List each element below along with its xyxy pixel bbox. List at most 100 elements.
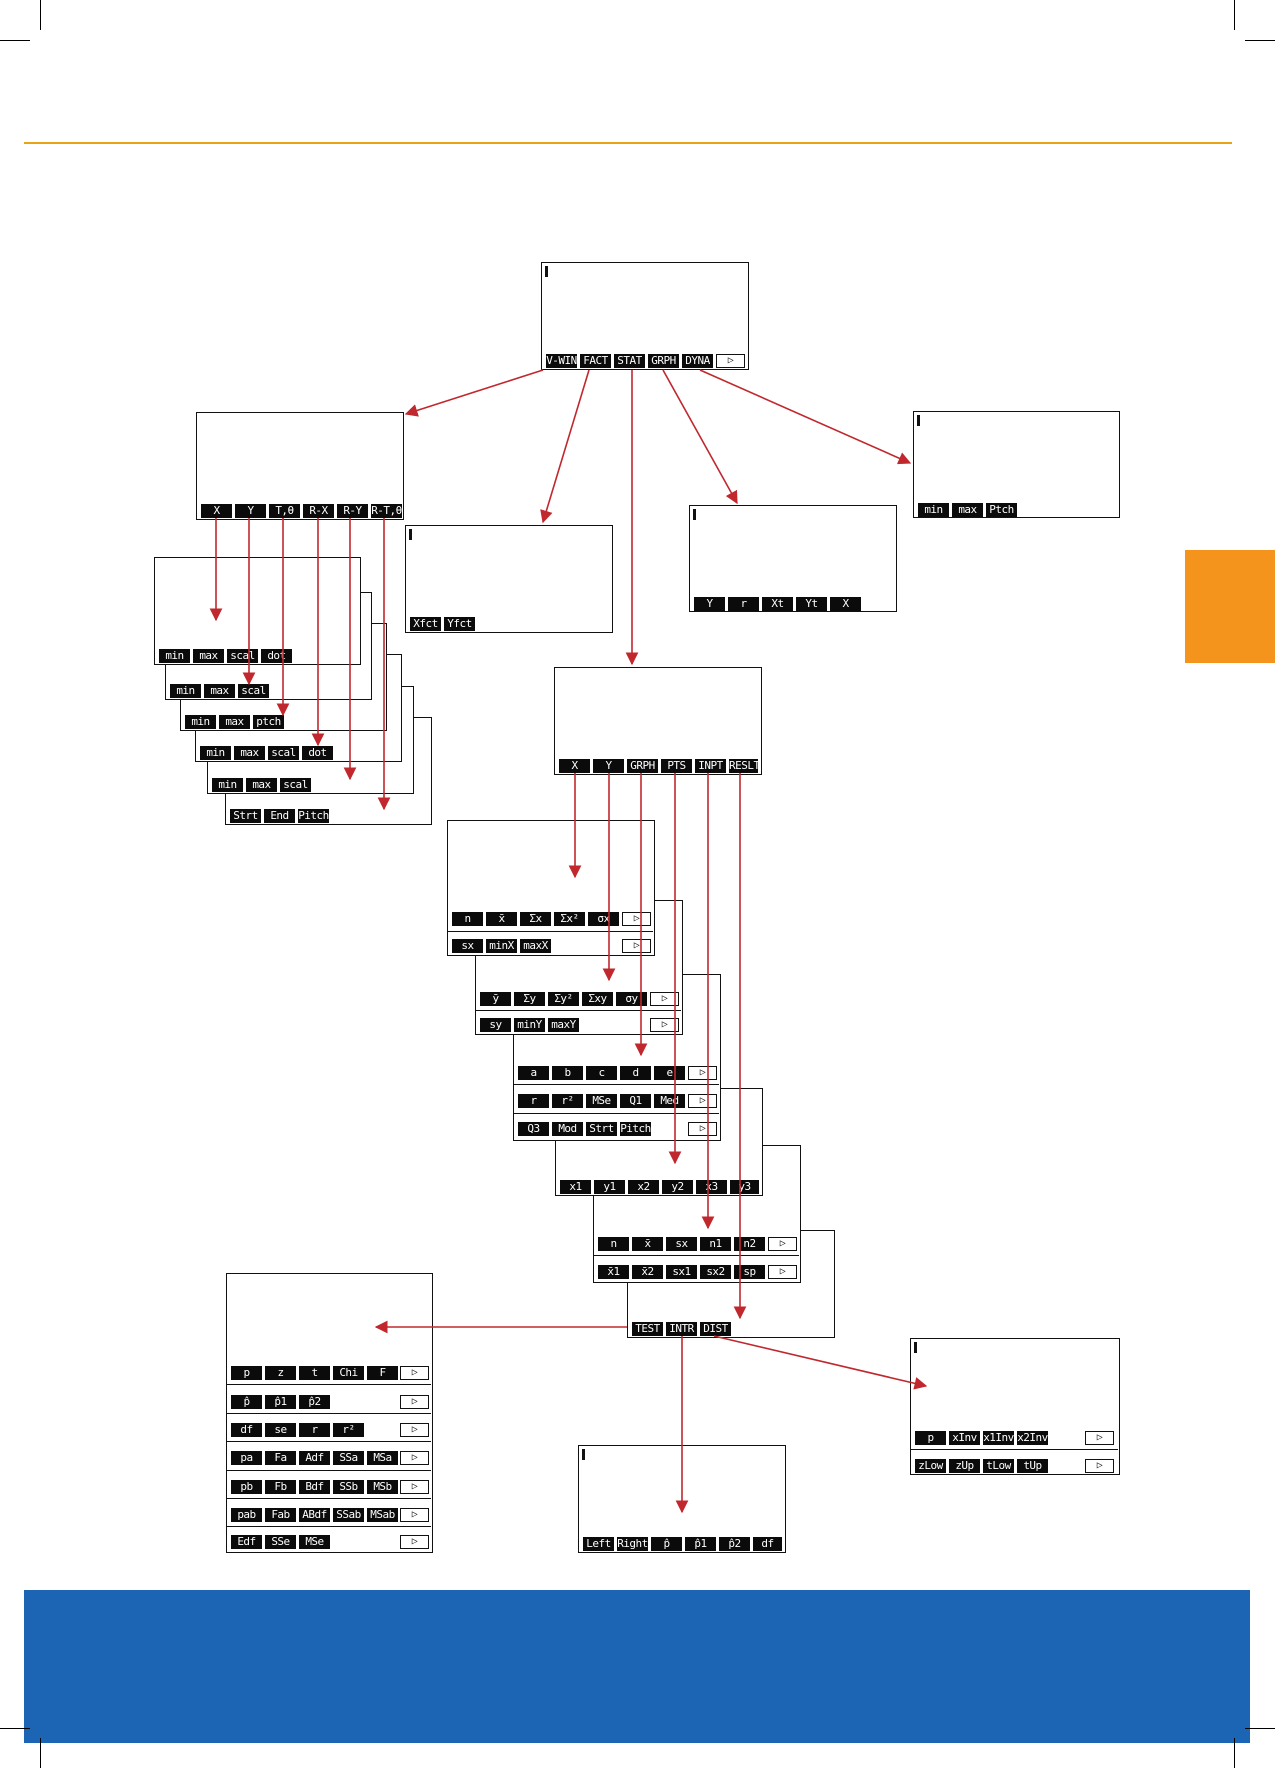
- fkey-bdf[interactable]: Bdf: [299, 1480, 330, 1494]
- fkey-sum-x2[interactable]: Σx²: [554, 912, 585, 926]
- fkey-n[interactable]: n: [452, 912, 483, 926]
- fkey-t-theta[interactable]: T,θ: [269, 504, 300, 518]
- fkey-min[interactable]: min: [918, 503, 949, 517]
- fkey-sx[interactable]: sx: [666, 1237, 697, 1251]
- fkey-more[interactable]: ▷: [400, 1535, 429, 1549]
- fkey-more[interactable]: ▷: [400, 1480, 429, 1494]
- fkey-y[interactable]: Y: [235, 504, 266, 518]
- fkey-x-inv[interactable]: xInv: [949, 1431, 980, 1445]
- fkey-x1bar[interactable]: x̄1: [598, 1265, 629, 1279]
- fkey-strt[interactable]: Strt: [230, 809, 261, 823]
- fkey-df[interactable]: df: [753, 1537, 782, 1551]
- fkey-q1[interactable]: Q1: [620, 1094, 651, 1108]
- fkey-pts[interactable]: PTS: [661, 759, 692, 773]
- fkey-pitch[interactable]: Pitch: [298, 809, 329, 823]
- fkey-more[interactable]: ▷: [688, 1066, 717, 1080]
- fkey-r[interactable]: r: [728, 597, 759, 611]
- fkey-n[interactable]: n: [598, 1237, 629, 1251]
- fkey-sum-xy[interactable]: Σxy: [582, 992, 613, 1006]
- fkey-end[interactable]: End: [264, 809, 295, 823]
- fkey-sp[interactable]: sp: [734, 1265, 765, 1279]
- fkey-min[interactable]: min: [200, 746, 231, 760]
- fkey-q3[interactable]: Q3: [518, 1122, 549, 1136]
- fkey-mse[interactable]: MSe: [586, 1094, 617, 1108]
- fkey-sum-y2[interactable]: Σy²: [548, 992, 579, 1006]
- fkey-vwin[interactable]: V-WIN: [546, 354, 577, 368]
- fkey-test[interactable]: TEST: [632, 1322, 663, 1336]
- fkey-more[interactable]: ▷: [716, 354, 745, 368]
- fkey-f[interactable]: F: [367, 1366, 398, 1380]
- fkey-x2[interactable]: x2: [628, 1180, 659, 1194]
- fkey-abdf[interactable]: ABdf: [299, 1508, 330, 1522]
- fkey-fact[interactable]: FACT: [580, 354, 611, 368]
- fkey-grph[interactable]: GRPH: [627, 759, 658, 773]
- fkey-adf[interactable]: Adf: [299, 1451, 330, 1465]
- fkey-pa[interactable]: pa: [231, 1451, 262, 1465]
- fkey-more[interactable]: ▷: [400, 1395, 429, 1409]
- fkey-df[interactable]: df: [231, 1423, 262, 1437]
- fkey-more[interactable]: ▷: [400, 1423, 429, 1437]
- fkey-ssb[interactable]: SSb: [333, 1480, 364, 1494]
- fkey-t[interactable]: t: [299, 1366, 330, 1380]
- fkey-ssab[interactable]: SSab: [333, 1508, 364, 1522]
- fkey-max[interactable]: max: [952, 503, 983, 517]
- fkey-more[interactable]: ▷: [400, 1366, 429, 1380]
- fkey-min-y[interactable]: minY: [514, 1018, 545, 1032]
- fkey-xbar[interactable]: x̄: [486, 912, 517, 926]
- fkey-pitch[interactable]: Pitch: [620, 1122, 651, 1136]
- fkey-r-y[interactable]: R-Y: [337, 504, 368, 518]
- fkey-b[interactable]: b: [552, 1066, 583, 1080]
- fkey-ptch[interactable]: ptch: [253, 715, 284, 729]
- fkey-x2bar[interactable]: x̄2: [632, 1265, 663, 1279]
- fkey-sy[interactable]: sy: [480, 1018, 511, 1032]
- fkey-r[interactable]: r: [518, 1094, 549, 1108]
- fkey-intr[interactable]: INTR: [666, 1322, 697, 1336]
- fkey-phat2[interactable]: p̂2: [719, 1537, 750, 1551]
- fkey-pab[interactable]: pab: [231, 1508, 262, 1522]
- fkey-z[interactable]: z: [265, 1366, 296, 1380]
- fkey-max[interactable]: max: [246, 778, 277, 792]
- fkey-z-up[interactable]: zUp: [949, 1459, 980, 1473]
- fkey-strt[interactable]: Strt: [586, 1122, 617, 1136]
- fkey-min[interactable]: min: [170, 684, 201, 698]
- fkey-more[interactable]: ▷: [622, 939, 651, 953]
- fkey-inpt[interactable]: INPT: [695, 759, 726, 773]
- fkey-max-y[interactable]: maxY: [548, 1018, 579, 1032]
- fkey-p[interactable]: p: [231, 1366, 262, 1380]
- fkey-c[interactable]: c: [586, 1066, 617, 1080]
- fkey-x[interactable]: X: [201, 504, 232, 518]
- fkey-p[interactable]: p: [915, 1431, 946, 1445]
- fkey-sx2[interactable]: sx2: [700, 1265, 731, 1279]
- fkey-fb[interactable]: Fb: [265, 1480, 296, 1494]
- fkey-ptch[interactable]: Ptch: [986, 503, 1017, 517]
- fkey-mod[interactable]: Mod: [552, 1122, 583, 1136]
- fkey-y1[interactable]: y1: [594, 1180, 625, 1194]
- fkey-x1-inv[interactable]: x1Inv: [983, 1431, 1014, 1445]
- fkey-n1[interactable]: n1: [700, 1237, 731, 1251]
- fkey-y2[interactable]: y2: [662, 1180, 693, 1194]
- fkey-max-x[interactable]: maxX: [520, 939, 551, 953]
- fkey-max[interactable]: max: [193, 649, 224, 663]
- fkey-left[interactable]: Left: [583, 1537, 614, 1551]
- fkey-scal[interactable]: scal: [238, 684, 269, 698]
- fkey-max[interactable]: max: [219, 715, 250, 729]
- fkey-y3[interactable]: y3: [730, 1180, 759, 1194]
- fkey-n2[interactable]: n2: [734, 1237, 765, 1251]
- fkey-reslt[interactable]: RESLT: [729, 759, 758, 773]
- fkey-stat[interactable]: STAT: [614, 354, 645, 368]
- fkey-t-low[interactable]: tLow: [983, 1459, 1014, 1473]
- fkey-sx1[interactable]: sx1: [666, 1265, 697, 1279]
- fkey-dot[interactable]: dot: [261, 649, 292, 663]
- fkey-r-x[interactable]: R-X: [303, 504, 334, 518]
- fkey-r[interactable]: r: [299, 1423, 330, 1437]
- fkey-sse[interactable]: SSe: [265, 1535, 296, 1549]
- fkey-sum-y[interactable]: Σy: [514, 992, 545, 1006]
- fkey-more[interactable]: ▷: [1085, 1459, 1114, 1473]
- fkey-dyna[interactable]: DYNA: [682, 354, 713, 368]
- fkey-phat1[interactable]: p̂1: [265, 1395, 296, 1409]
- fkey-pb[interactable]: pb: [231, 1480, 262, 1494]
- fkey-min[interactable]: min: [212, 778, 243, 792]
- fkey-phat1[interactable]: p̂1: [685, 1537, 716, 1551]
- fkey-min[interactable]: min: [159, 649, 190, 663]
- fkey-more[interactable]: ▷: [768, 1265, 797, 1279]
